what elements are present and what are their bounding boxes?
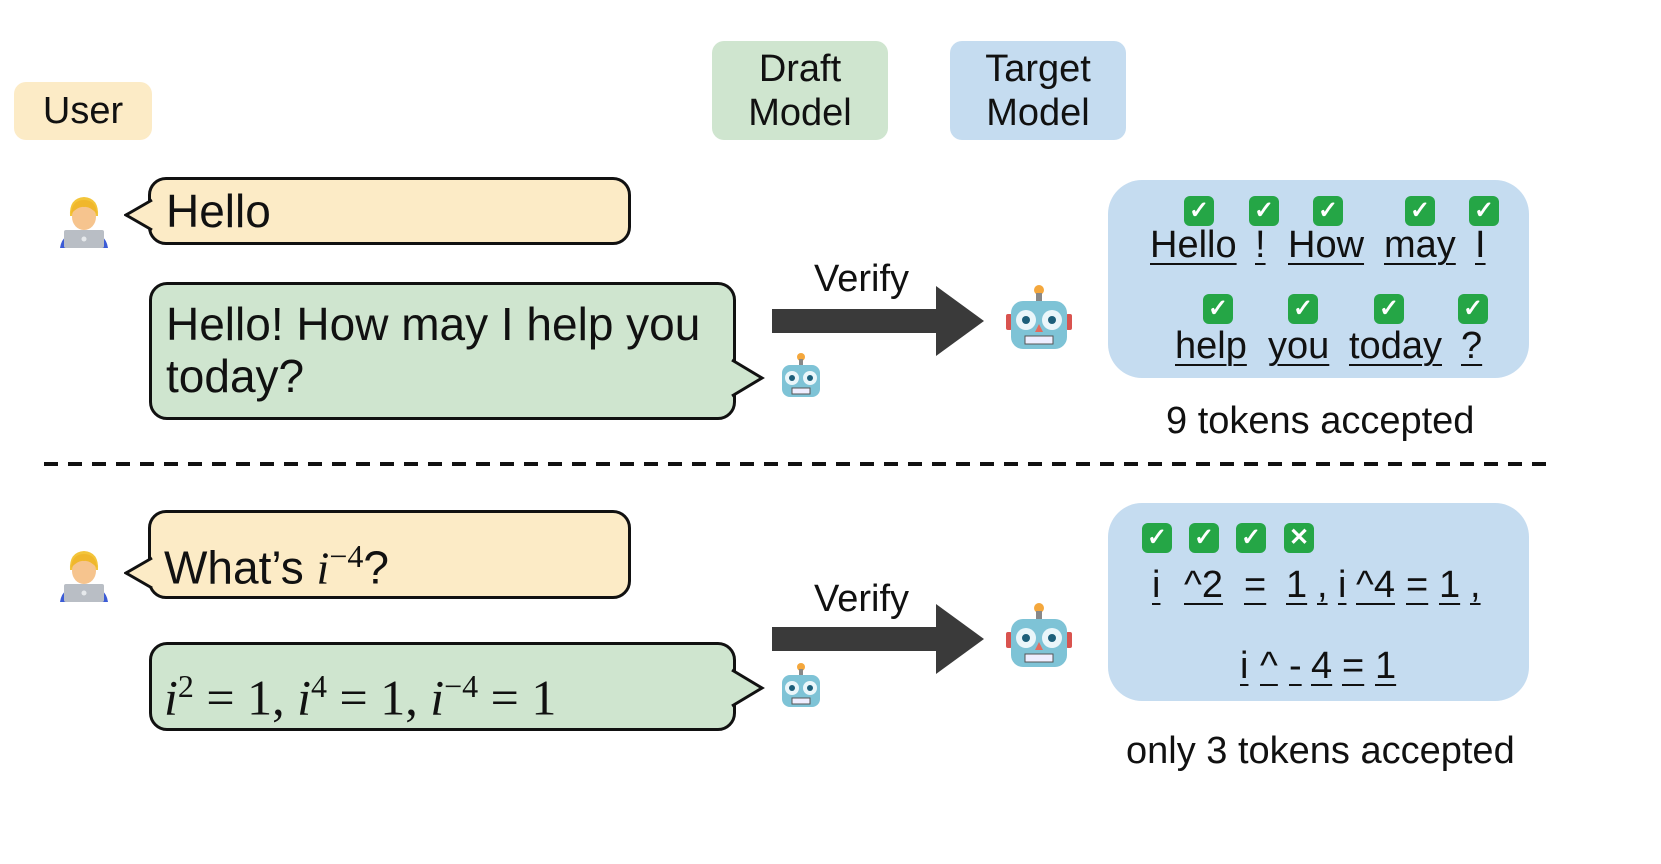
target-robot-icon xyxy=(1006,603,1072,667)
question-suffix: ? xyxy=(363,541,389,594)
token: 1 xyxy=(1375,645,1397,687)
math-exponent: −4 xyxy=(329,538,364,574)
accept-check-icon: ✓ xyxy=(1405,196,1435,226)
token: may xyxy=(1384,224,1456,266)
token: you xyxy=(1268,325,1330,367)
draft-label-line1: Draft xyxy=(758,47,842,90)
token: ? xyxy=(1461,325,1483,367)
user-message-bubble xyxy=(148,510,631,599)
token: ! xyxy=(1255,224,1266,266)
bubble-tail xyxy=(731,358,765,398)
verify-label: Verify xyxy=(814,578,910,620)
token: ^4 xyxy=(1356,564,1395,606)
token: = xyxy=(1406,564,1429,606)
draft-robot-icon xyxy=(782,663,820,707)
accept-check-icon: ✓ xyxy=(1374,294,1404,324)
token: today xyxy=(1349,325,1442,367)
target-label-line1: Target xyxy=(985,47,1091,90)
bubble-tail xyxy=(124,198,153,232)
token: help xyxy=(1175,325,1247,367)
draft-response-bubble xyxy=(149,282,736,420)
accept-check-icon: ✓ xyxy=(1184,196,1214,226)
token: ^ xyxy=(1260,645,1278,687)
token: i xyxy=(1240,645,1249,687)
math-exponent: −4 xyxy=(444,668,479,704)
accept-check-icon: ✓ xyxy=(1236,523,1266,553)
draft-robot-icon xyxy=(782,353,820,397)
accept-check-icon: ✓ xyxy=(1189,523,1219,553)
bubble-tail xyxy=(124,556,153,590)
user-message-bubble xyxy=(148,177,631,245)
accept-check-icon: ✓ xyxy=(1142,523,1172,553)
draft-response-line2: today? xyxy=(166,350,305,402)
accepted-caption: 9 tokens accepted xyxy=(1166,400,1475,442)
target-label-line2: Model xyxy=(986,91,1090,134)
draft-label-line2: Model xyxy=(748,91,852,134)
user-technologist-icon xyxy=(60,551,108,602)
token: Hello xyxy=(1150,224,1237,266)
math-base: i xyxy=(297,669,312,726)
verify-arrow xyxy=(772,604,984,674)
draft-model-label: Draft Model xyxy=(712,41,888,140)
user-label-text: User xyxy=(42,90,124,132)
question-prefix: What’s xyxy=(164,541,317,594)
user-label: User xyxy=(14,82,152,140)
verify-arrow xyxy=(772,286,984,356)
token: 1 xyxy=(1286,564,1308,606)
accept-check-icon: ✓ xyxy=(1313,196,1343,226)
user-technologist-icon xyxy=(60,197,108,248)
math-exponent: 4 xyxy=(311,668,328,704)
target-robot-icon xyxy=(1006,285,1072,349)
reject-cross-icon: ✕ xyxy=(1284,523,1314,553)
accept-check-icon: ✓ xyxy=(1458,294,1488,324)
user-message-text: Hello xyxy=(166,185,271,237)
math-base: i xyxy=(430,669,445,726)
target-verification-panel xyxy=(1108,503,1529,701)
section-divider xyxy=(44,462,1556,466)
token: i xyxy=(1152,564,1161,606)
draft-response-bubble xyxy=(149,642,736,731)
token: How xyxy=(1288,224,1365,266)
token: I xyxy=(1475,224,1486,266)
draft-math-response: i2 = 1, i4 = 1, i−4 = 1 xyxy=(164,658,556,726)
math-rest: = 1 xyxy=(478,669,557,726)
token: 1 xyxy=(1439,564,1461,606)
accept-check-icon: ✓ xyxy=(1469,196,1499,226)
target-model-label: Target Model xyxy=(950,41,1126,140)
bubble-tail xyxy=(731,668,765,708)
token: = xyxy=(1342,645,1365,687)
token: i xyxy=(1338,564,1347,606)
user-math-question: What’s i−4? xyxy=(164,528,389,596)
accept-check-icon: ✓ xyxy=(1288,294,1318,324)
token: , xyxy=(1317,564,1328,606)
accepted-caption: only 3 tokens accepted xyxy=(1126,730,1515,772)
math-base: i xyxy=(164,669,178,726)
math-rest: = 1, xyxy=(193,669,298,726)
accept-check-icon: ✓ xyxy=(1203,294,1233,324)
token: = xyxy=(1244,564,1267,606)
verify-label: Verify xyxy=(814,258,910,300)
draft-response-line1: Hello! How may I help you xyxy=(166,298,701,350)
token: , xyxy=(1470,564,1481,606)
token: - xyxy=(1289,645,1302,687)
math-rest: = 1, xyxy=(327,669,431,726)
token: ^2 xyxy=(1184,564,1223,606)
math-exponent: 2 xyxy=(177,668,194,704)
token: 4 xyxy=(1311,645,1333,687)
accept-check-icon: ✓ xyxy=(1249,196,1279,226)
math-base: i xyxy=(316,542,330,594)
